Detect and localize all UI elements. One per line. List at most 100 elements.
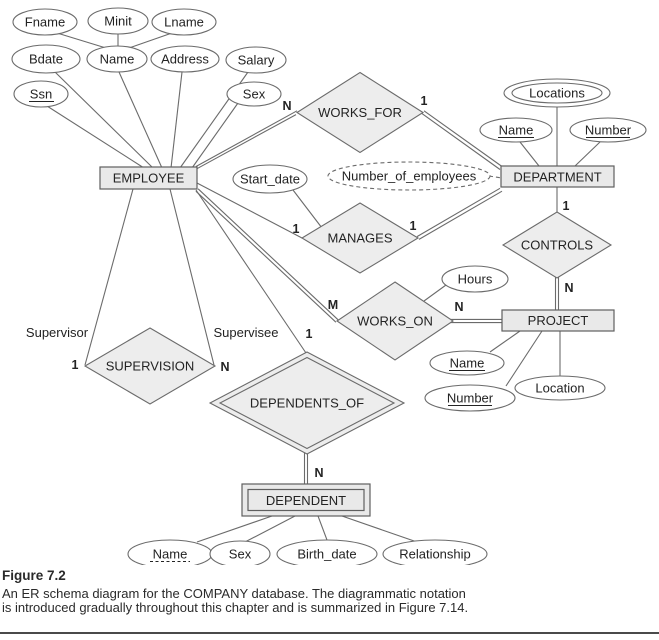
edge-projname-project: [489, 330, 521, 353]
edge-employee-manages: [196, 182, 303, 239]
minit-oval: [87, 7, 149, 35]
entity-employee: EMPLOYEE: [99, 166, 198, 190]
cardinality-labels: N 1 1 1 1 N M N 1 N 1 N Supervisor Super…: [26, 94, 574, 480]
relationship-dependents-of: DEPENDENTS_OF: [208, 351, 406, 455]
projname-oval: [429, 350, 505, 376]
dependents-of-1: 1: [306, 327, 313, 341]
depname-label: Name: [153, 547, 188, 562]
project-attributes: Name Number Location: [424, 350, 606, 412]
works-on-attributes: Hours: [441, 265, 509, 293]
entity-dependent: DEPENDENT: [241, 483, 371, 517]
dependent-rect-inner: [247, 488, 365, 512]
minit-label: Minit: [104, 14, 132, 29]
supervision-1: 1: [72, 358, 79, 372]
edge-depname-dependent: [196, 515, 273, 543]
edge-startdate-manages: [292, 189, 323, 229]
edge-ssn-employee: [46, 105, 145, 169]
birthdate-oval: [276, 539, 378, 565]
relationship-supervision: SUPERVISION: [83, 327, 217, 405]
controls-label: CONTROLS: [521, 238, 594, 253]
department-label: DEPARTMENT: [513, 170, 601, 185]
works-on-n: N: [454, 300, 463, 314]
fname-label: Fname: [25, 15, 65, 30]
controls-diamond: [501, 211, 613, 279]
location-label: Location: [535, 381, 584, 396]
startdate-label: Start_date: [240, 172, 300, 187]
bdate-label: Bdate: [29, 52, 63, 67]
supervision-n: N: [220, 360, 229, 374]
manages-attributes: Start_date: [232, 164, 308, 194]
edge-manages-department-2: [418, 190, 503, 240]
edge-hours-workson: [423, 284, 447, 302]
dependents-of-diamond-inner: [218, 356, 396, 450]
birthdate-label: Birth_date: [297, 547, 356, 562]
project-label: PROJECT: [528, 313, 589, 328]
relationship-works-for: WORKS_FOR: [295, 71, 425, 154]
entity-department: DEPARTMENT: [500, 165, 615, 188]
controls-n: N: [564, 281, 573, 295]
edge-lname-name: [128, 32, 173, 49]
salary-label: Salary: [238, 53, 275, 68]
supervision-label: SUPERVISION: [106, 359, 195, 374]
deptname-label: Name: [499, 123, 534, 138]
locations-oval-inner: [511, 82, 603, 104]
fname-oval: [12, 8, 78, 36]
sex-oval: [226, 81, 282, 107]
hours-label: Hours: [458, 272, 493, 287]
edge-deptnumber-department: [574, 141, 601, 167]
edge-worksfor-department-1: [423, 110, 503, 167]
employee-rect: [99, 166, 198, 190]
caption-figure-number: Figure 7.2: [2, 568, 66, 583]
employee-attributes: Fname Minit Lname Bdate Name Address Sal…: [11, 7, 287, 108]
edge-depsex-dependent: [244, 515, 296, 543]
figure-caption: Figure 7.2 An ER schema diagram for the …: [2, 568, 468, 616]
works-on-m: M: [328, 298, 338, 312]
department-attributes: Locations Name Number Number_of_employee…: [327, 78, 647, 191]
ssn-oval: [13, 80, 69, 108]
projnumber-label: Number: [447, 391, 494, 406]
dependent-attributes: Name Sex Birth_date Relationship: [127, 539, 488, 565]
lname-oval: [151, 8, 217, 36]
relationship-controls: CONTROLS: [501, 211, 613, 279]
bdate-oval: [11, 44, 81, 74]
edge-employee-workson-1: [195, 190, 337, 323]
dependents-of-diamond-outer: [208, 351, 406, 455]
entity-project: PROJECT: [501, 309, 615, 332]
address-label: Address: [161, 52, 209, 67]
er-diagram-canvas: WORKS_FOR MANAGES CONTROLS WORKS_ON SUPE…: [11, 7, 647, 565]
edge-name-employee: [118, 71, 163, 169]
edge-sex-employee: [191, 102, 239, 169]
connector-edges: [46, 32, 601, 543]
depsex-label: Sex: [229, 547, 252, 562]
projname-label: Name: [450, 356, 485, 371]
dependents-of-n: N: [314, 466, 323, 480]
address-oval: [150, 45, 220, 73]
edge-fname-name: [56, 32, 107, 49]
edge-employee-dependentsof: [195, 189, 307, 354]
manages-right-1: 1: [410, 219, 417, 233]
lname-label: Lname: [164, 15, 204, 30]
edge-birthdate-dependent: [317, 515, 328, 541]
supervisor-role-label: Supervisor: [26, 325, 89, 340]
ssn-label: Ssn: [30, 87, 52, 102]
projnumber-oval: [424, 384, 516, 412]
dependents-of-label: DEPENDENTS_OF: [250, 396, 364, 411]
controls-1: 1: [563, 199, 570, 213]
department-rect: [500, 165, 615, 188]
locations-label: Locations: [529, 86, 585, 101]
deptnumber-oval: [569, 117, 647, 143]
works-for-label: WORKS_FOR: [318, 105, 402, 120]
relationship-oval: [382, 539, 488, 565]
edge-bdate-employee: [54, 71, 154, 169]
edge-numemployees-department: [488, 175, 503, 179]
edge-employee-worksfor-2: [193, 114, 297, 171]
edge-deptname-department: [519, 141, 540, 167]
bottom-rule: [0, 632, 659, 634]
edge-projnumber-project: [505, 330, 543, 387]
edge-address-employee: [170, 71, 183, 169]
edge-worksfor-department-2: [421, 113, 501, 170]
deptname-oval: [479, 117, 553, 143]
depsex-oval: [209, 540, 271, 565]
edge-relationship-dependent: [341, 515, 418, 543]
